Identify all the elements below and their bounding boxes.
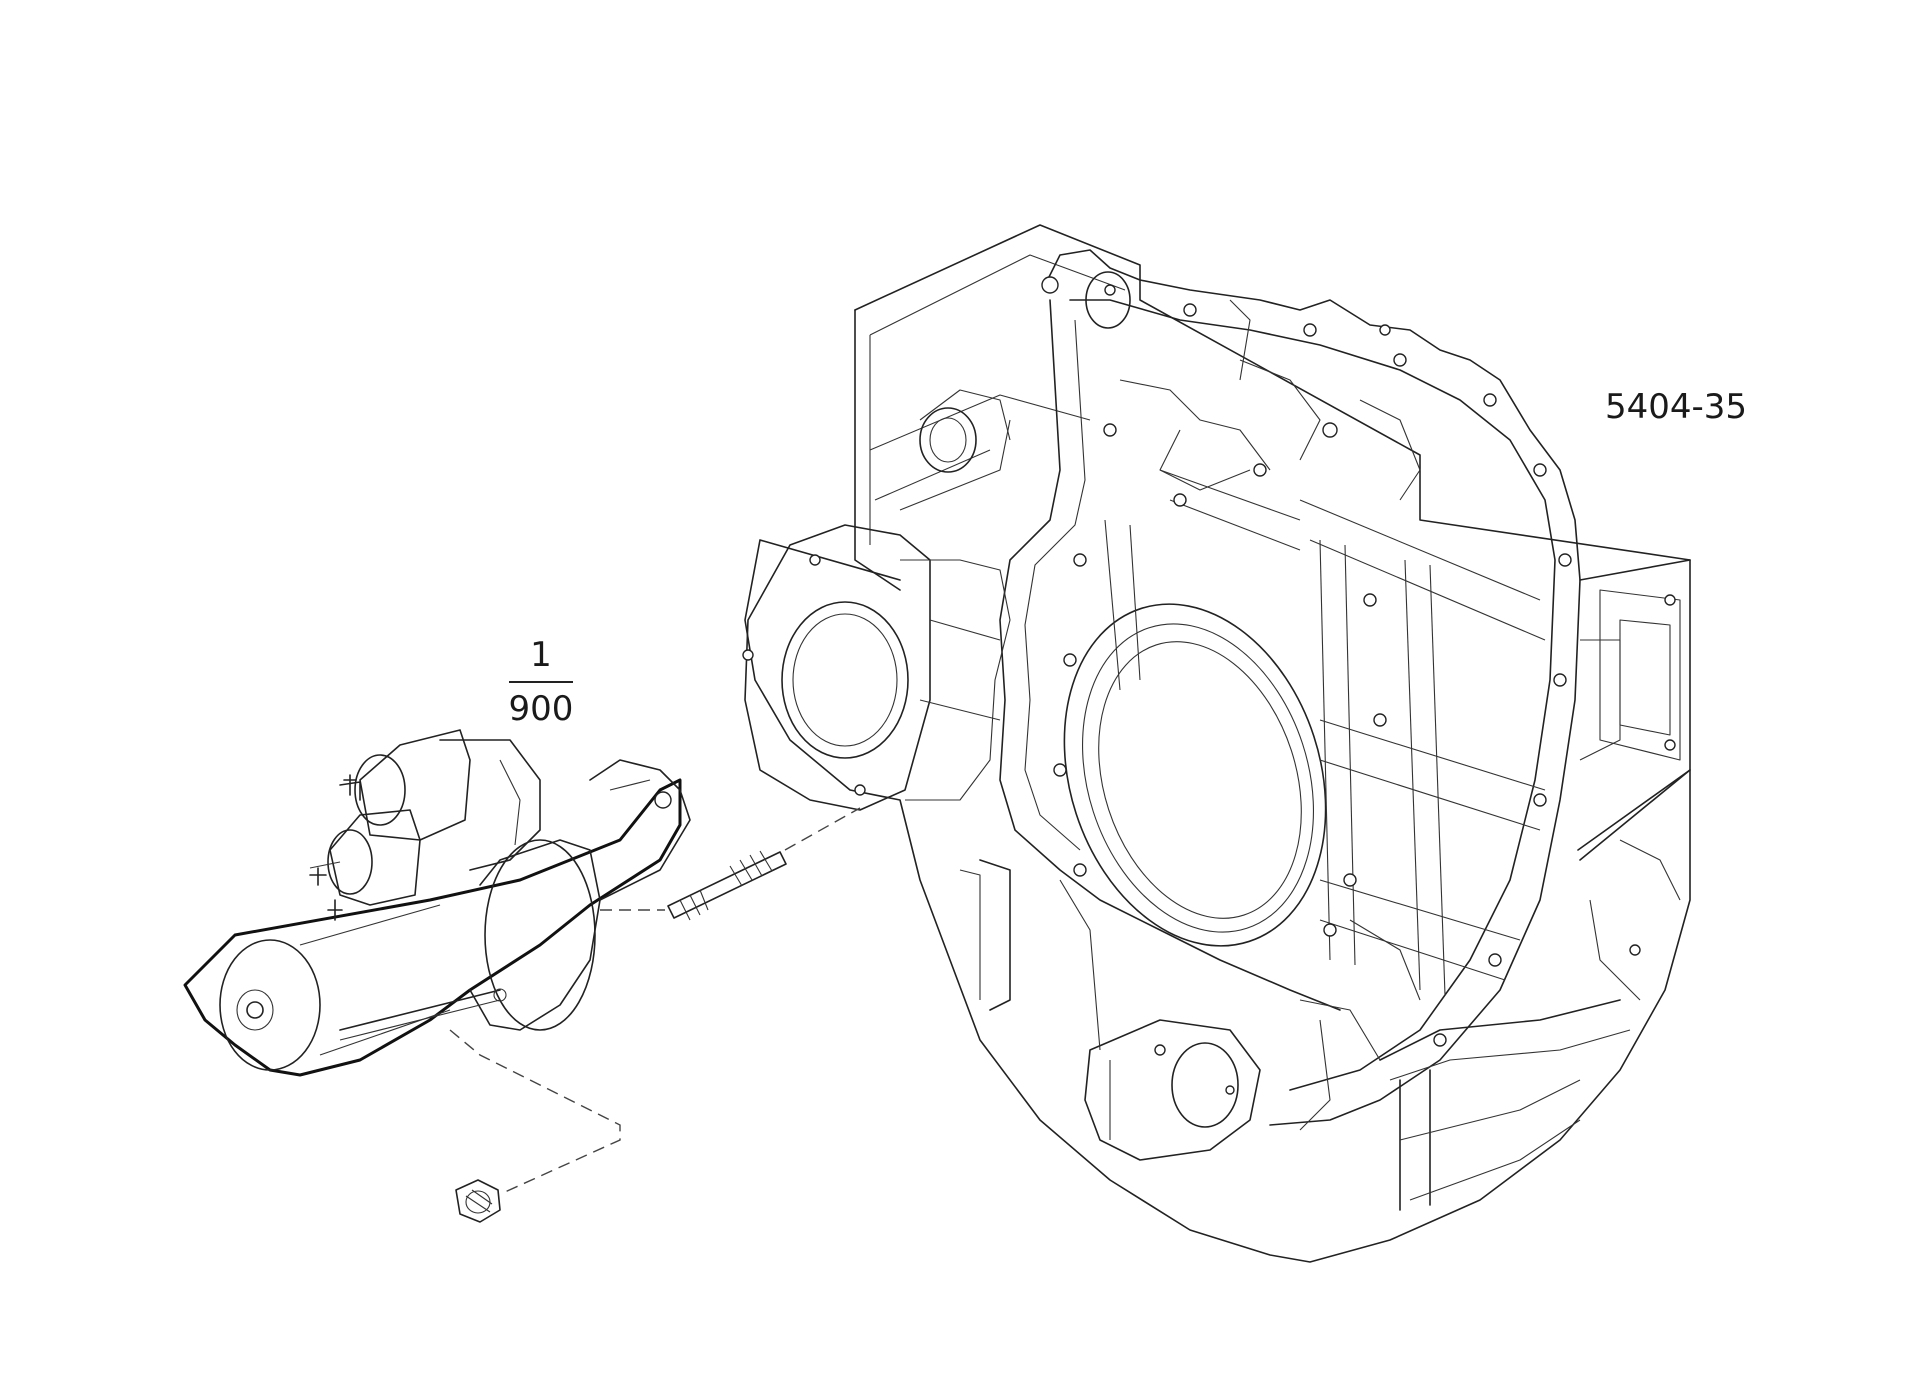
assembly-line-starter-to-nut (449, 1029, 621, 1193)
flange-nut[interactable] (455, 1179, 501, 1223)
flywheel-housing[interactable] (742, 224, 1691, 1263)
callout-starter[interactable]: 1 900 (509, 635, 574, 729)
reference-code: 5404-35 (1605, 387, 1747, 427)
mounting-stud[interactable] (667, 850, 787, 921)
starter-motor[interactable] (183, 729, 691, 1077)
assembly-line-stud-to-housing (784, 807, 861, 851)
callout-item-number: 1 (530, 635, 552, 675)
callout-quantity-code: 900 (509, 689, 574, 729)
